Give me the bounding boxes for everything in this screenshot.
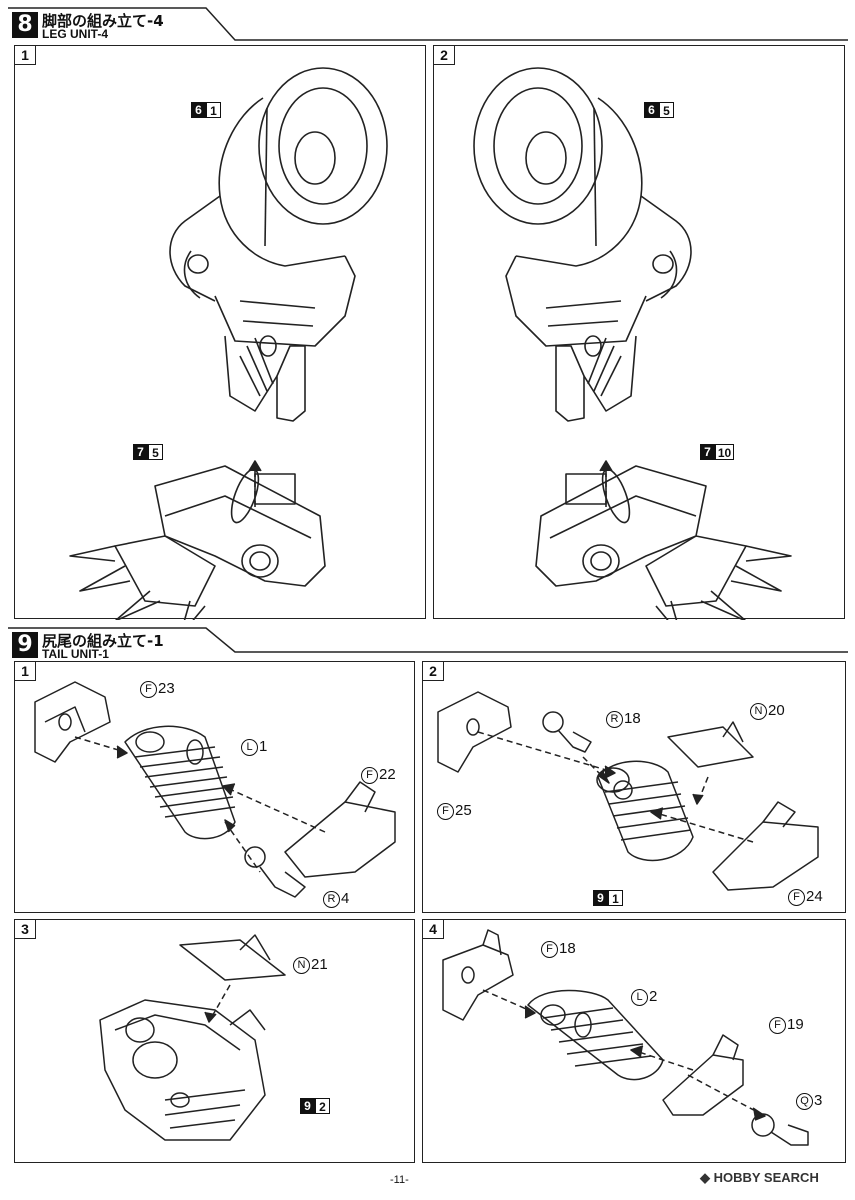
ref-sprue: 6 xyxy=(191,102,206,118)
ref-sprue: 7 xyxy=(133,444,148,460)
ref-sprue: 9 xyxy=(300,1098,315,1114)
section-9-title-jp: 尻尾の組み立て-1 xyxy=(42,632,164,650)
part-number: 25 xyxy=(455,802,472,819)
part-number: 23 xyxy=(158,680,175,697)
ref-num: 10 xyxy=(715,444,734,460)
runner-letter: L xyxy=(241,739,258,756)
ref-num: 5 xyxy=(148,444,163,460)
leg-panel-1: 1 xyxy=(14,45,426,620)
section-8-title-en: LEG UNIT-4 xyxy=(42,27,109,41)
tail-step-1-diagram xyxy=(34,681,396,898)
watermark-text: HOBBY SEARCH xyxy=(713,1170,819,1185)
panel-number: 4 xyxy=(423,920,444,939)
watermark-icon: ◆ xyxy=(700,1170,714,1185)
runner-letter: Q xyxy=(796,1093,813,1110)
runner-letter: F xyxy=(361,767,378,784)
watermark: ◆ HOBBY SEARCH xyxy=(700,1170,819,1186)
ref-sprue: 6 xyxy=(644,102,659,118)
section-9-title-en: TAIL UNIT-1 xyxy=(42,647,109,661)
section-9-header: 9 尻尾の組み立て-1 TAIL UNIT-1 xyxy=(8,628,428,664)
part-number: 18 xyxy=(559,940,576,957)
ref-num: 1 xyxy=(608,890,623,906)
runner-letter: N xyxy=(293,957,310,974)
panel-number: 3 xyxy=(15,920,36,939)
panel-number: 1 xyxy=(15,46,36,65)
panel-number: 2 xyxy=(434,46,455,65)
part-number: 20 xyxy=(768,702,785,719)
runner-letter: F xyxy=(541,941,558,958)
section-8-number: 8 xyxy=(12,12,38,38)
leg-assembly-diagram-mirror xyxy=(473,67,792,620)
part-number: 24 xyxy=(806,888,823,905)
ref-num: 1 xyxy=(206,102,221,118)
tail-step-3-diagram xyxy=(99,934,286,1141)
runner-letter: F xyxy=(140,681,157,698)
tail-step-4-diagram xyxy=(442,929,809,1146)
part-number: 21 xyxy=(311,956,328,973)
section-8-header: 8 脚部の組み立て-4 LEG UNIT-4 xyxy=(8,8,428,44)
runner-letter: R xyxy=(323,891,340,908)
part-number: 4 xyxy=(341,890,350,907)
runner-letter: L xyxy=(631,989,648,1006)
runner-letter: F xyxy=(437,803,454,820)
runner-letter: N xyxy=(750,703,767,720)
panel-number: 2 xyxy=(423,662,444,681)
tail-step-2-diagram xyxy=(437,691,819,891)
ref-num: 2 xyxy=(315,1098,330,1114)
runner-letter: F xyxy=(769,1017,786,1034)
part-number: 22 xyxy=(379,766,396,783)
panel-number: 1 xyxy=(15,662,36,681)
part-number: 19 xyxy=(787,1016,804,1033)
ref-sprue: 7 xyxy=(700,444,715,460)
part-number: 3 xyxy=(814,1092,823,1109)
page-number: -11- xyxy=(390,1174,409,1186)
part-number: 18 xyxy=(624,710,641,727)
runner-letter: R xyxy=(606,711,623,728)
section-9-number: 9 xyxy=(12,632,38,658)
ref-num: 5 xyxy=(659,102,674,118)
leg-panel-2: 2 xyxy=(433,45,845,620)
runner-letter: F xyxy=(788,889,805,906)
part-number: 1 xyxy=(259,738,268,755)
part-number: 2 xyxy=(649,988,658,1005)
leg-assembly-diagram xyxy=(69,67,388,620)
ref-sprue: 9 xyxy=(593,890,608,906)
